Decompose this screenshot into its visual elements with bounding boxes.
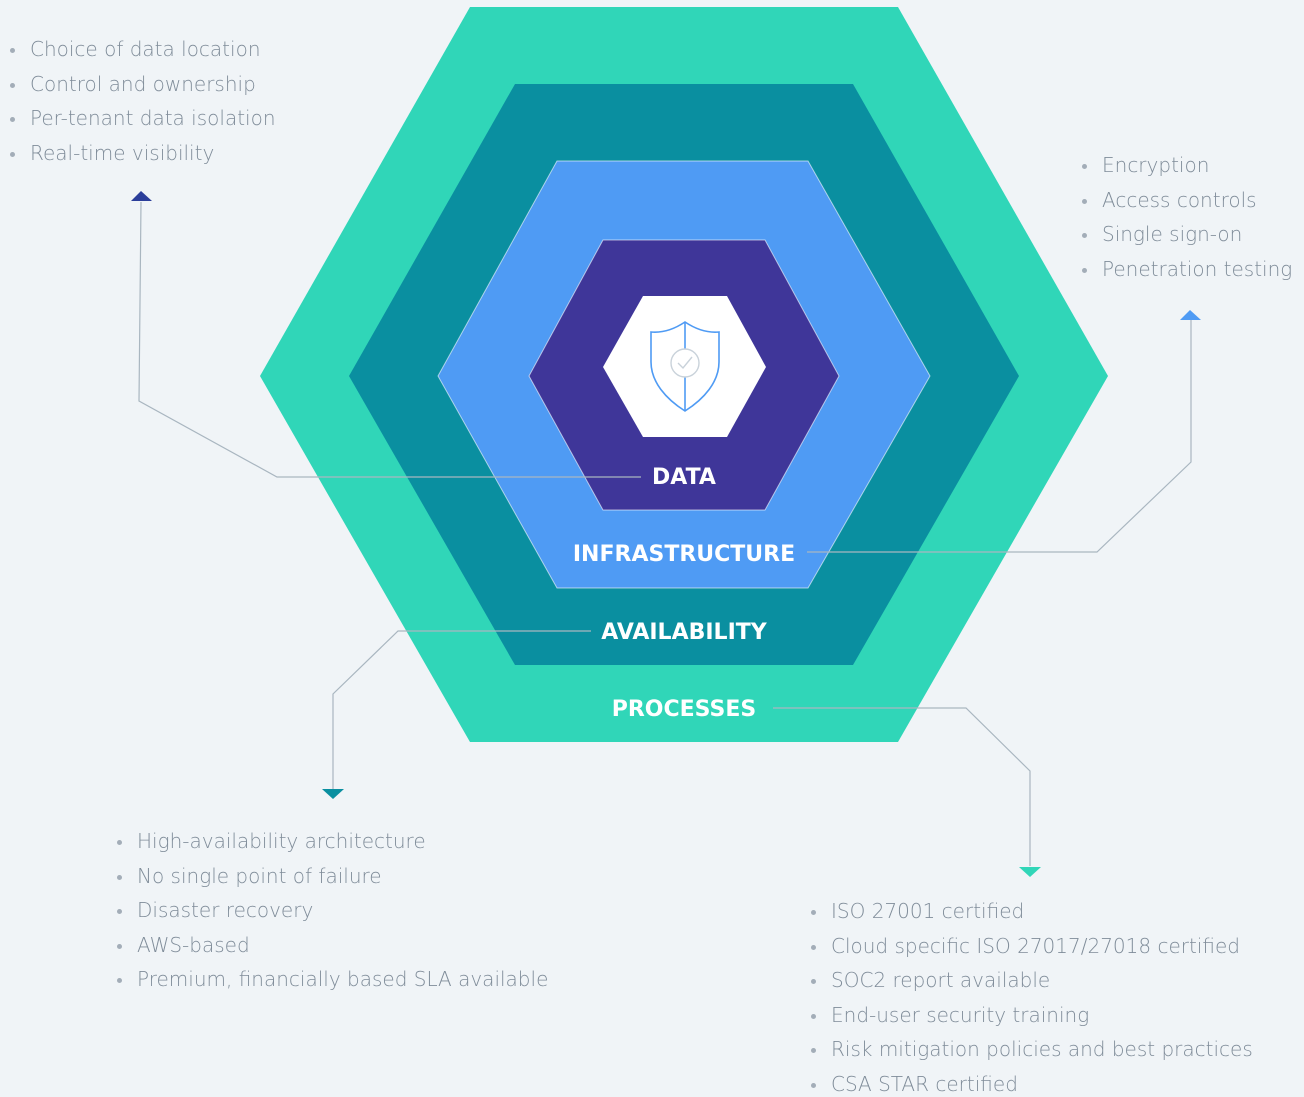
list-item: ISO 27001 certified: [809, 894, 1253, 929]
infrastructure-arrow-up-icon: [1180, 310, 1201, 320]
data-features-list: Choice of data location Control and owne…: [8, 32, 276, 170]
list-item: Encryption: [1080, 148, 1292, 183]
availability-features-list: High-availability architecture No single…: [115, 824, 548, 997]
list-item: AWS-based: [115, 928, 548, 963]
availability-label: AVAILABILITY: [601, 620, 767, 645]
data-connector-line: [138, 201, 641, 478]
list-item: End-user security training: [809, 998, 1253, 1033]
list-item: Premium, financially based SLA available: [115, 962, 548, 997]
list-item: Single sign-on: [1080, 217, 1292, 252]
processes-features-list: ISO 27001 certified Cloud specific ISO 2…: [809, 894, 1253, 1097]
availability-arrow-down-icon: [322, 789, 344, 799]
infrastructure-features-list: Encryption Access controls Single sign-o…: [1080, 148, 1292, 286]
shield-check-icon: [650, 321, 720, 412]
list-item: High-availability architecture: [115, 824, 548, 859]
list-item: Cloud specific ISO 27017/27018 certified: [809, 929, 1253, 964]
list-item: Control and ownership: [8, 67, 276, 102]
list-item: Per-tenant data isolation: [8, 101, 276, 136]
data-arrow-up-icon: [131, 191, 152, 201]
availability-connector-line: [332, 630, 591, 789]
list-item: Risk mitigation policies and best practi…: [809, 1032, 1253, 1067]
list-item: Choice of data location: [8, 32, 276, 67]
list-item: CSA STAR certified: [809, 1067, 1253, 1097]
infrastructure-connector-line: [807, 320, 1192, 553]
list-item: No single point of failure: [115, 859, 548, 894]
data-label: DATA: [652, 465, 716, 490]
infrastructure-label: INFRASTRUCTURE: [573, 542, 795, 567]
processes-arrow-down-icon: [1019, 867, 1041, 877]
list-item: Real-time visibility: [8, 136, 276, 171]
list-item: Disaster recovery: [115, 893, 548, 928]
list-item: Penetration testing: [1080, 252, 1292, 287]
processes-connector-line: [773, 707, 1031, 866]
processes-label: PROCESSES: [612, 697, 757, 722]
list-item: Access controls: [1080, 183, 1292, 218]
list-item: SOC2 report available: [809, 963, 1253, 998]
